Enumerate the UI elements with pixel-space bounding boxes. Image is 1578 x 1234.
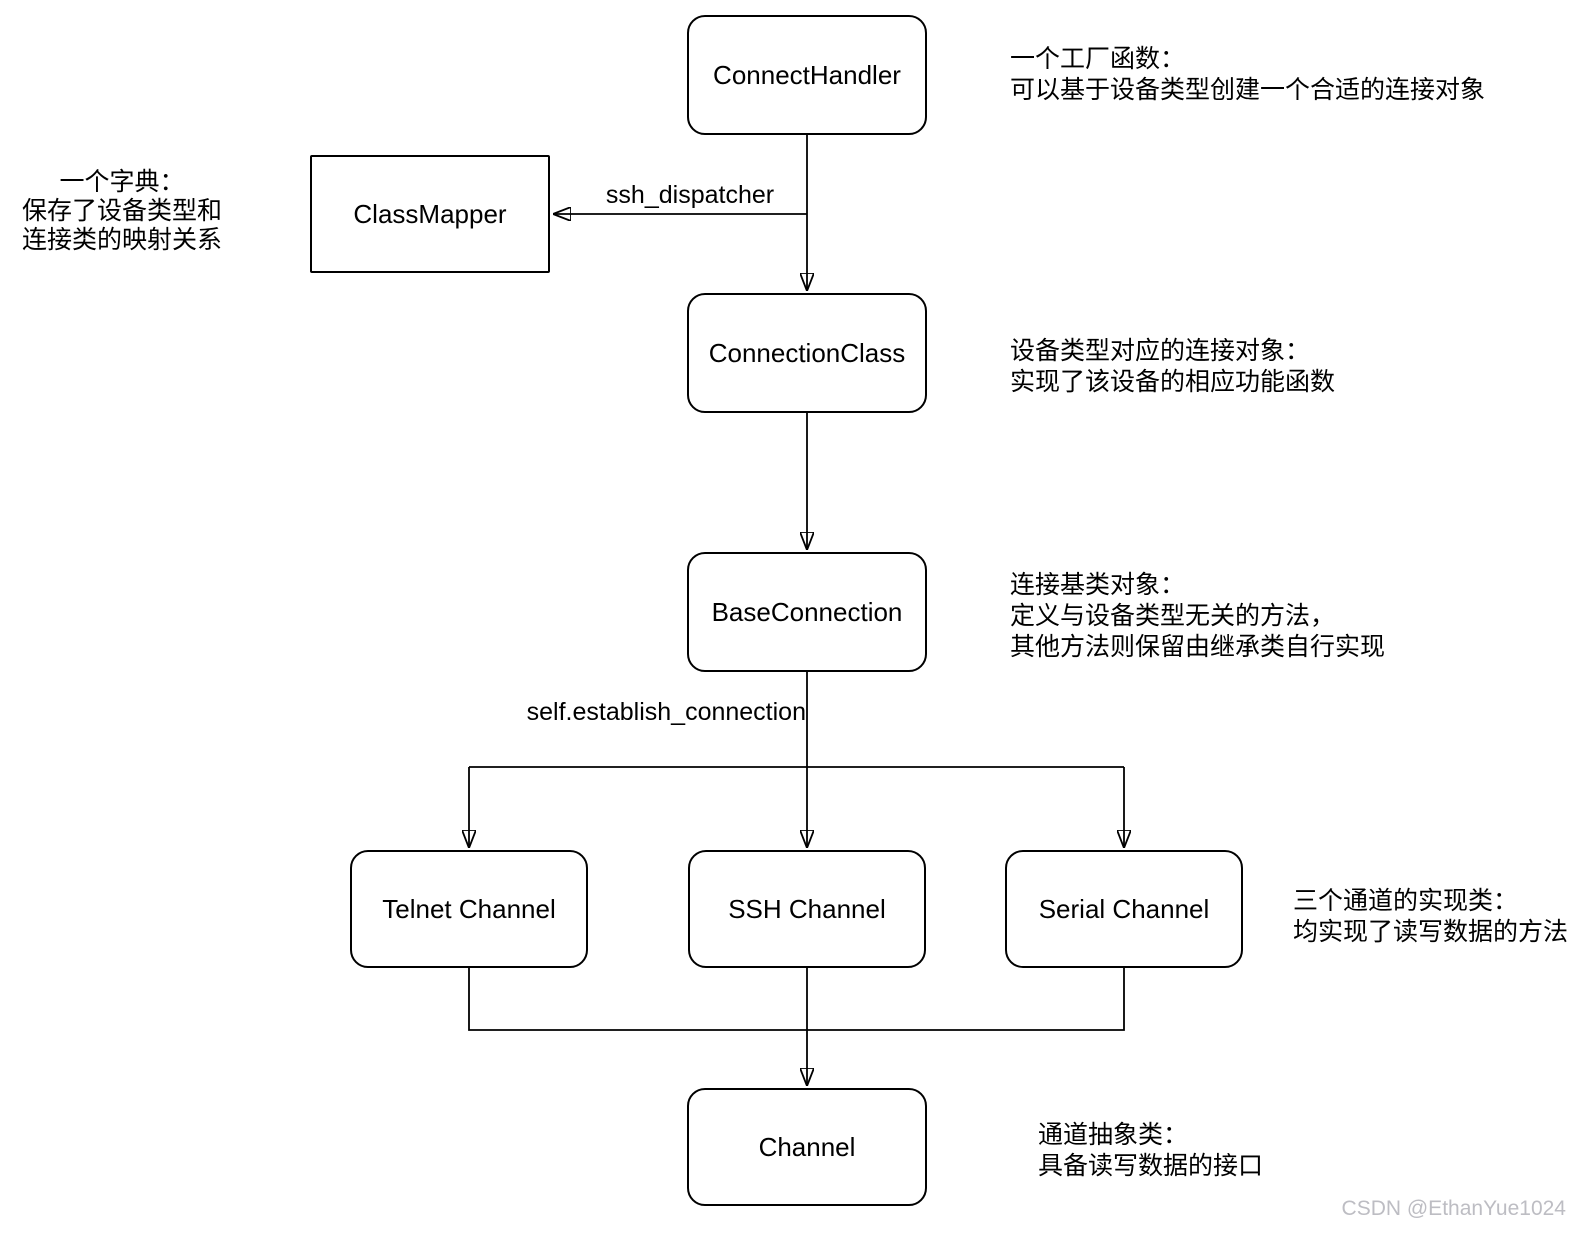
annotation-dictionary: 一个字典： 保存了设备类型和 连接类的映射关系 [14,168,230,255]
annotation-three-channels: 三个通道的实现类： 均实现了读写数据的方法 [1293,886,1568,948]
node-classmapper: ClassMapper [310,155,550,273]
annotation-line: 三个通道的实现类： [1293,887,1519,915]
annotation-line: 可以基于设备类型创建一个合适的连接对象 [1010,76,1486,104]
edge-label-ssh-dispatcher: ssh_dispatcher [605,181,775,209]
annotation-line: 一个字典： [59,168,185,196]
node-connectionclass: ConnectionClass [687,293,927,413]
annotation-line: 定义与设备类型无关的方法， [1010,602,1336,630]
annotation-line: 保存了设备类型和 [21,197,222,225]
annotation-channel-abstract: 通道抽象类： 具备读写数据的接口 [1038,1120,1263,1182]
annotation-base-connection: 连接基类对象： 定义与设备类型无关的方法， 其他方法则保留由继承类自行实现 [1010,570,1385,663]
edge-merge-bar [468,968,1125,1031]
annotation-line: 一个工厂函数： [1010,45,1186,73]
annotation-line: 其他方法则保留由继承类自行实现 [1010,633,1386,661]
node-serialchannel: Serial Channel [1005,850,1243,968]
annotation-line: 实现了该设备的相应功能函数 [1010,368,1336,396]
edge-label-establish-connection: self.establish_connection [526,698,806,726]
node-telnetchannel: Telnet Channel [350,850,588,968]
csdn-watermark: CSDN @EthanYue1024 [1341,1197,1566,1220]
node-connecthandler: ConnectHandler [687,15,927,135]
annotation-line: 通道抽象类： [1038,1121,1189,1149]
node-sshchannel: SSH Channel [688,850,926,968]
annotation-line: 具备读写数据的接口 [1038,1152,1264,1180]
node-baseconnection: BaseConnection [687,552,927,672]
annotation-line: 均实现了读写数据的方法 [1293,918,1569,946]
annotation-line: 设备类型对应的连接对象： [1010,337,1311,365]
annotation-line: 连接类的映射关系 [21,226,222,254]
annotation-connection-object: 设备类型对应的连接对象： 实现了该设备的相应功能函数 [1010,336,1335,398]
annotation-line: 连接基类对象： [1010,571,1186,599]
annotation-factory-function: 一个工厂函数： 可以基于设备类型创建一个合适的连接对象 [1010,44,1485,106]
node-channel: Channel [687,1088,927,1206]
